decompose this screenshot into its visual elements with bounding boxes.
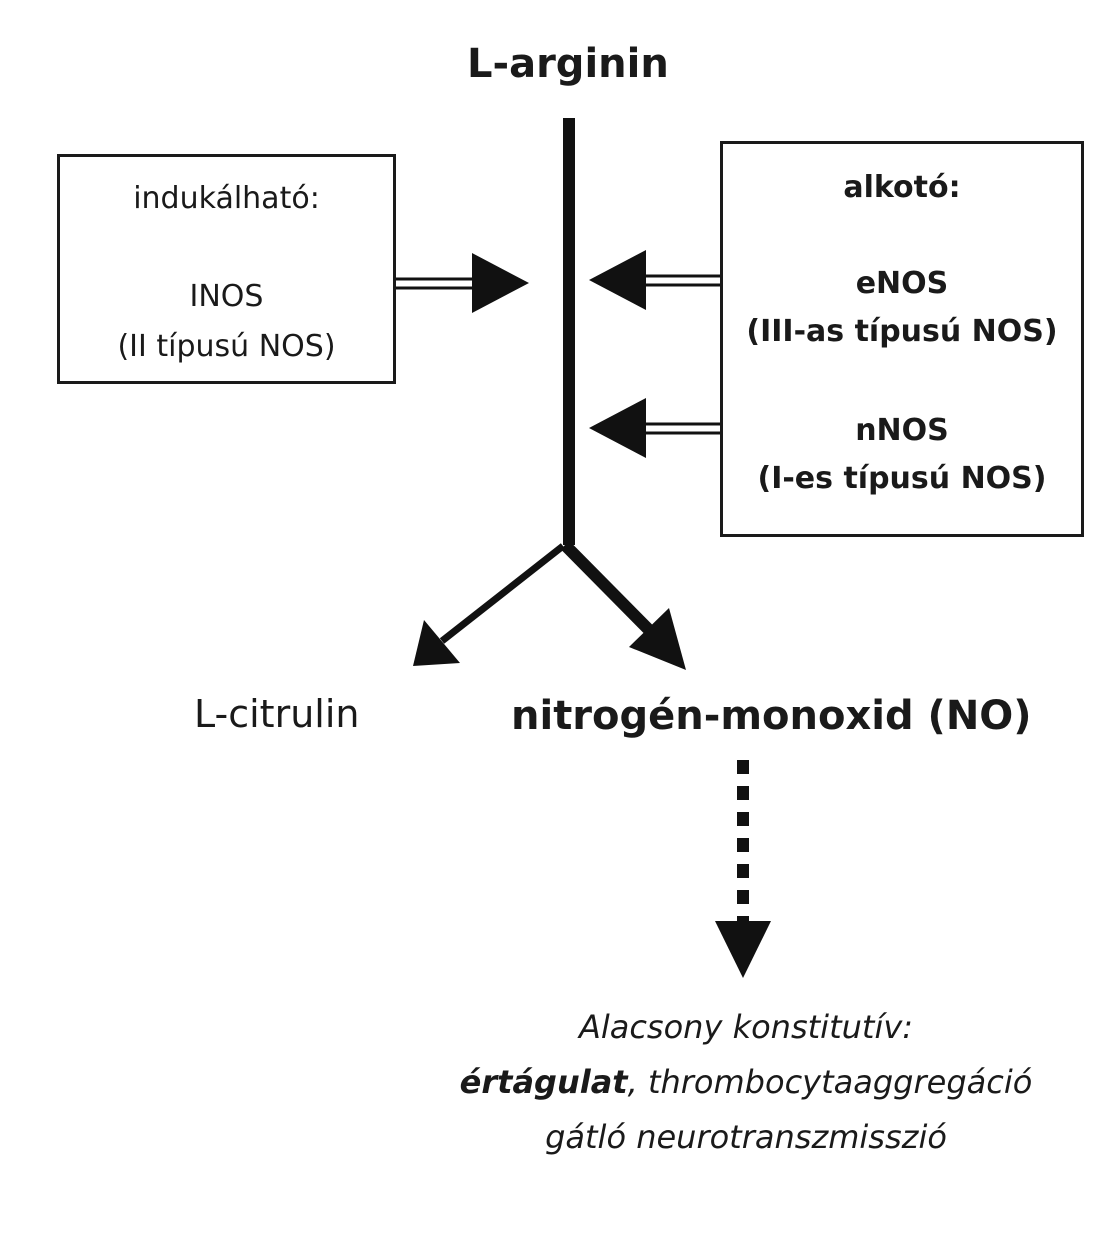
inducible-enzyme-box: indukálható: INOS (II típusú NOS): [57, 154, 396, 384]
constitutive-enzyme-box: alkotó: eNOS (III-as típusú NOS) nNOS (I…: [720, 141, 1084, 537]
nnos-type: (I-es típusú NOS): [757, 461, 1047, 496]
effect-dotted-arrow: [715, 760, 771, 978]
constitutive-heading: alkotó:: [843, 170, 961, 205]
vasodilation-term: értágulat: [459, 1063, 628, 1101]
effect-line-2: értágulat, thrombocytaaggregáció: [390, 1066, 1102, 1098]
inducible-heading: indukálható:: [133, 181, 320, 216]
nnos-name: nNOS: [855, 413, 949, 448]
inducible-enzyme-type: (II típusú NOS): [117, 329, 336, 364]
no-branch-arrow: [560, 540, 686, 670]
inducible-enzyme-name: INOS: [189, 279, 264, 314]
enos-name: eNOS: [855, 266, 949, 301]
inos-arrow: [396, 253, 529, 313]
nitric-oxide-label: nitrogén-monoxid (NO): [511, 693, 1032, 739]
effect-line-3: gátló neurotranszmisszió: [545, 1118, 947, 1156]
citrulline-label: L-citrulin: [194, 692, 360, 736]
enos-type: (III-as típusú NOS): [746, 314, 1058, 349]
enos-arrow: [589, 250, 720, 310]
nnos-arrow: [589, 398, 720, 458]
effect-line-1: Alacsony konstitutív:: [578, 1008, 914, 1046]
effect-line-2-rest: , thrombocytaaggregáció: [627, 1063, 1033, 1101]
citrulline-branch-arrow: [413, 543, 566, 666]
diagram-title: L-arginin: [467, 41, 669, 87]
